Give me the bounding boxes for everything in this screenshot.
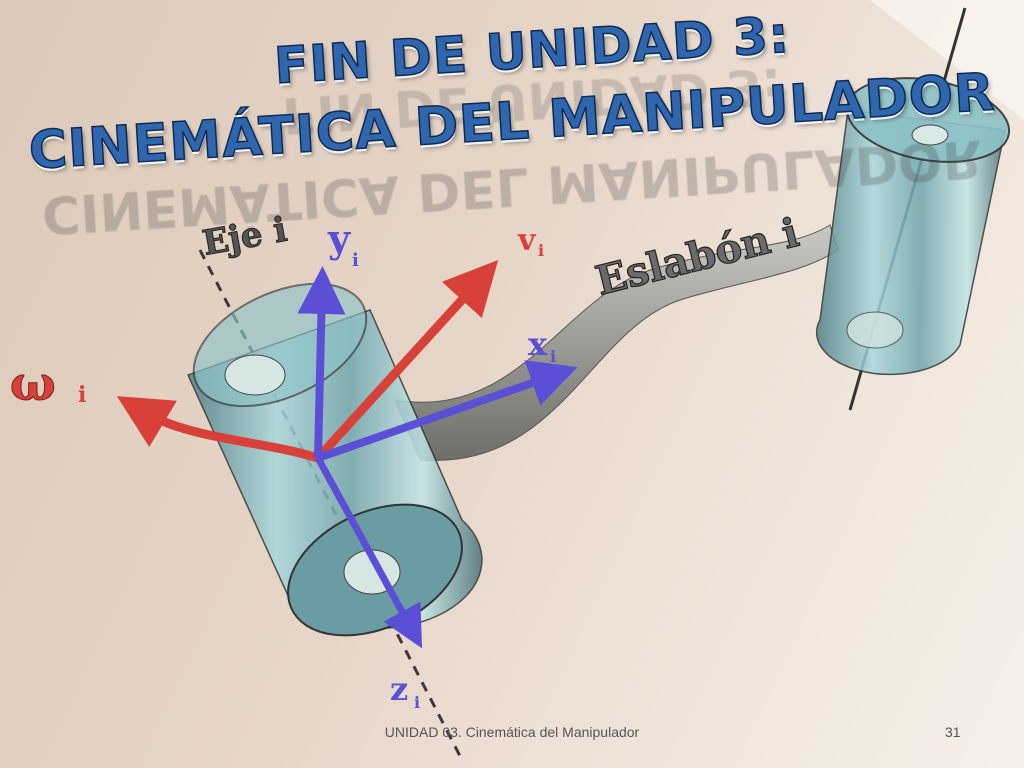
right-joint-cylinder [815, 7, 1011, 411]
omega-arrow [116, 396, 320, 463]
slide-footer: UNIDAD 03. Cinemática del Manipulador [384, 724, 640, 740]
z-sub: i [414, 693, 420, 712]
v-sub: i [538, 241, 544, 260]
x-sub: i [550, 347, 556, 366]
omega-label: ω [10, 356, 56, 412]
y-sub: i [352, 250, 359, 271]
y-arrow [297, 266, 346, 459]
x-arrow [316, 360, 578, 462]
v-arrow [314, 260, 499, 462]
y-label: y [327, 216, 351, 261]
x-label: x [528, 325, 548, 363]
light-band [870, 0, 1024, 120]
v-label: v [517, 223, 537, 258]
z-label: z [390, 670, 408, 708]
page-number: 31 [945, 724, 961, 740]
omega-sub: i [78, 382, 86, 408]
z-arrow [314, 456, 423, 649]
